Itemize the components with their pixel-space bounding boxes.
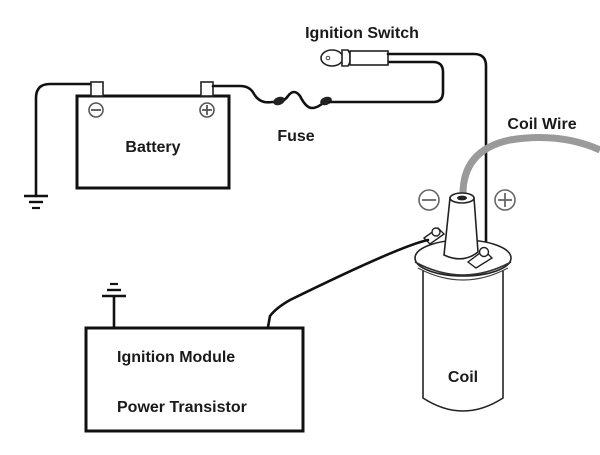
fuse-right-cap [320, 96, 332, 106]
coil-wire [459, 134, 600, 197]
ignition-module: Ignition Module Power Transistor [84, 326, 305, 433]
module-ground-icon [102, 282, 126, 327]
fuse: Fuse [273, 90, 332, 145]
coil-wire-label: Coil Wire [507, 116, 576, 133]
ignition-module-label: Ignition Module [117, 349, 235, 366]
battery: Battery [75, 81, 231, 190]
ignition-switch-label: Ignition Switch [305, 25, 419, 42]
battery-to-fuse-wire [211, 84, 278, 104]
coil-positive-icon [494, 189, 516, 211]
coil-negative-to-module-wire [266, 238, 430, 329]
battery-positive-icon [199, 102, 215, 118]
fuse-left-cap [273, 96, 285, 106]
switch-to-coil-positive-wire [386, 52, 488, 254]
battery-negative-terminal [90, 81, 104, 97]
battery-negative-icon [88, 102, 104, 118]
fuse-to-switch-wire [328, 60, 445, 104]
fuse-label: Fuse [277, 128, 314, 145]
coil-positive-terminal [466, 246, 494, 269]
ignition-switch: Ignition Switch [305, 25, 419, 67]
battery-ground-wire [34, 82, 98, 198]
coil-negative-icon [418, 189, 440, 211]
key-icon [320, 49, 344, 67]
battery-label: Battery [125, 139, 180, 156]
battery-positive-terminal [200, 81, 214, 97]
battery-ground-icon [24, 194, 48, 210]
power-transistor-label: Power Transistor [117, 399, 247, 416]
coil: Coil [414, 189, 516, 412]
coil-label: Coil [448, 369, 478, 386]
